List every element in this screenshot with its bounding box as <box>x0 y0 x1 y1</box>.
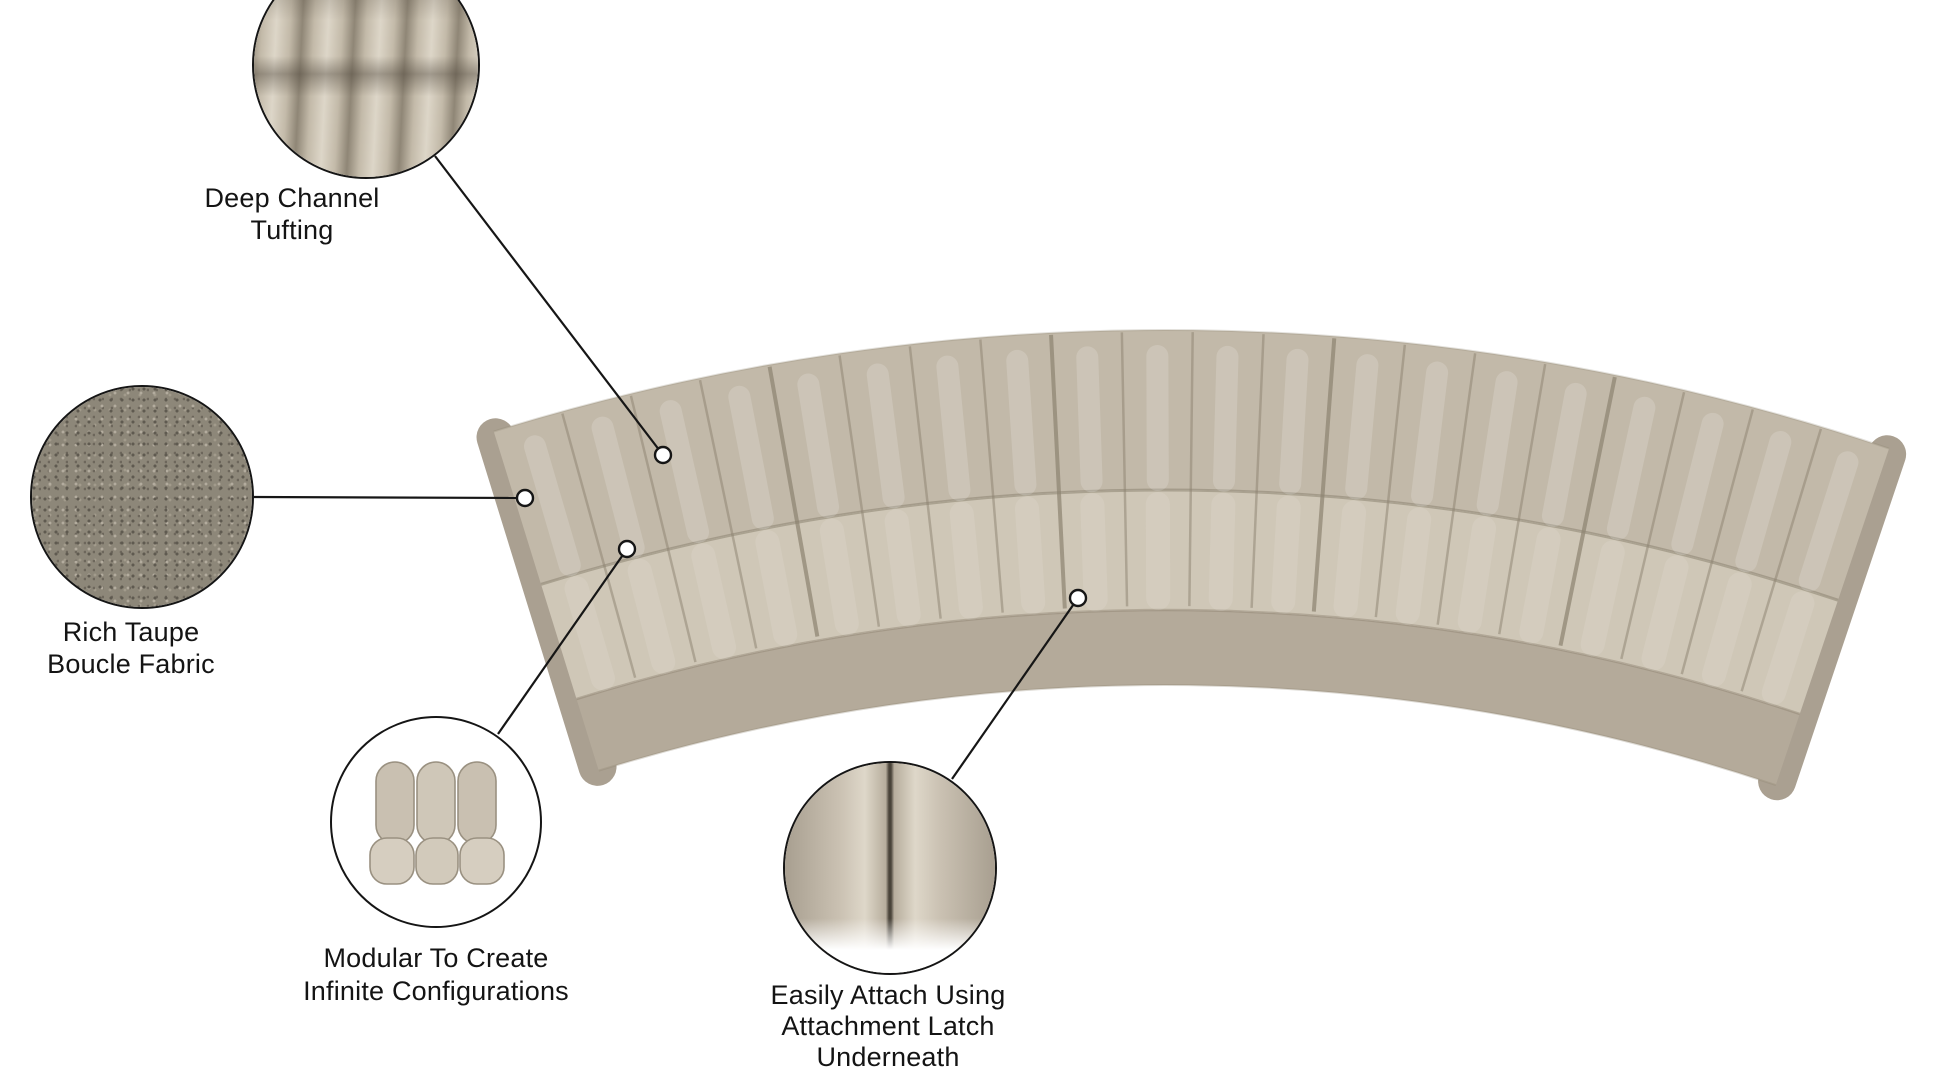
attach-label: Easily Attach Using Attachment Latch Und… <box>688 980 1088 1073</box>
attach-zoom-image <box>785 763 995 973</box>
fabric-label-line2: Boucle Fabric <box>47 649 215 679</box>
fabric-anchor-dot <box>515 488 535 508</box>
modular-anchor-dot <box>617 539 637 559</box>
tufting-callout-line <box>434 155 664 456</box>
attach-label-line2: Attachment Latch <box>781 1011 995 1041</box>
attach-label-line1: Easily Attach Using <box>770 980 1006 1010</box>
modular-label-line2: Infinite Configurations <box>303 976 569 1006</box>
attach-anchor-dot <box>1068 588 1088 608</box>
attach-label-line3: Underneath <box>816 1042 960 1072</box>
modular-label: Modular To Create Infinite Configuration… <box>136 942 736 1008</box>
fabric-swatch-image <box>32 387 252 607</box>
fabric-swatch-bubble <box>30 385 254 609</box>
fabric-label-line1: Rich Taupe <box>62 617 200 647</box>
modular-label-line1: Modular To Create <box>323 943 549 973</box>
callout-connectors <box>253 155 1088 780</box>
attach-detail-bubble <box>783 761 997 975</box>
tufting-label-line1: Deep Channel <box>204 183 380 213</box>
sofa-illustration <box>476 329 1907 801</box>
modular-chair-bubble <box>330 716 542 928</box>
tufting-anchor-dot <box>653 445 673 465</box>
tufting-zoom-image <box>254 0 478 177</box>
attach-callout-line <box>951 597 1079 780</box>
modular-chair-thumbnail <box>369 761 505 885</box>
fabric-callout-line <box>253 495 526 500</box>
tufting-label-line2: Tufting <box>250 215 334 245</box>
tufting-label: Deep Channel Tufting <box>92 182 492 246</box>
modular-callout-line <box>497 548 628 735</box>
fabric-label: Rich Taupe Boucle Fabric <box>0 616 262 680</box>
